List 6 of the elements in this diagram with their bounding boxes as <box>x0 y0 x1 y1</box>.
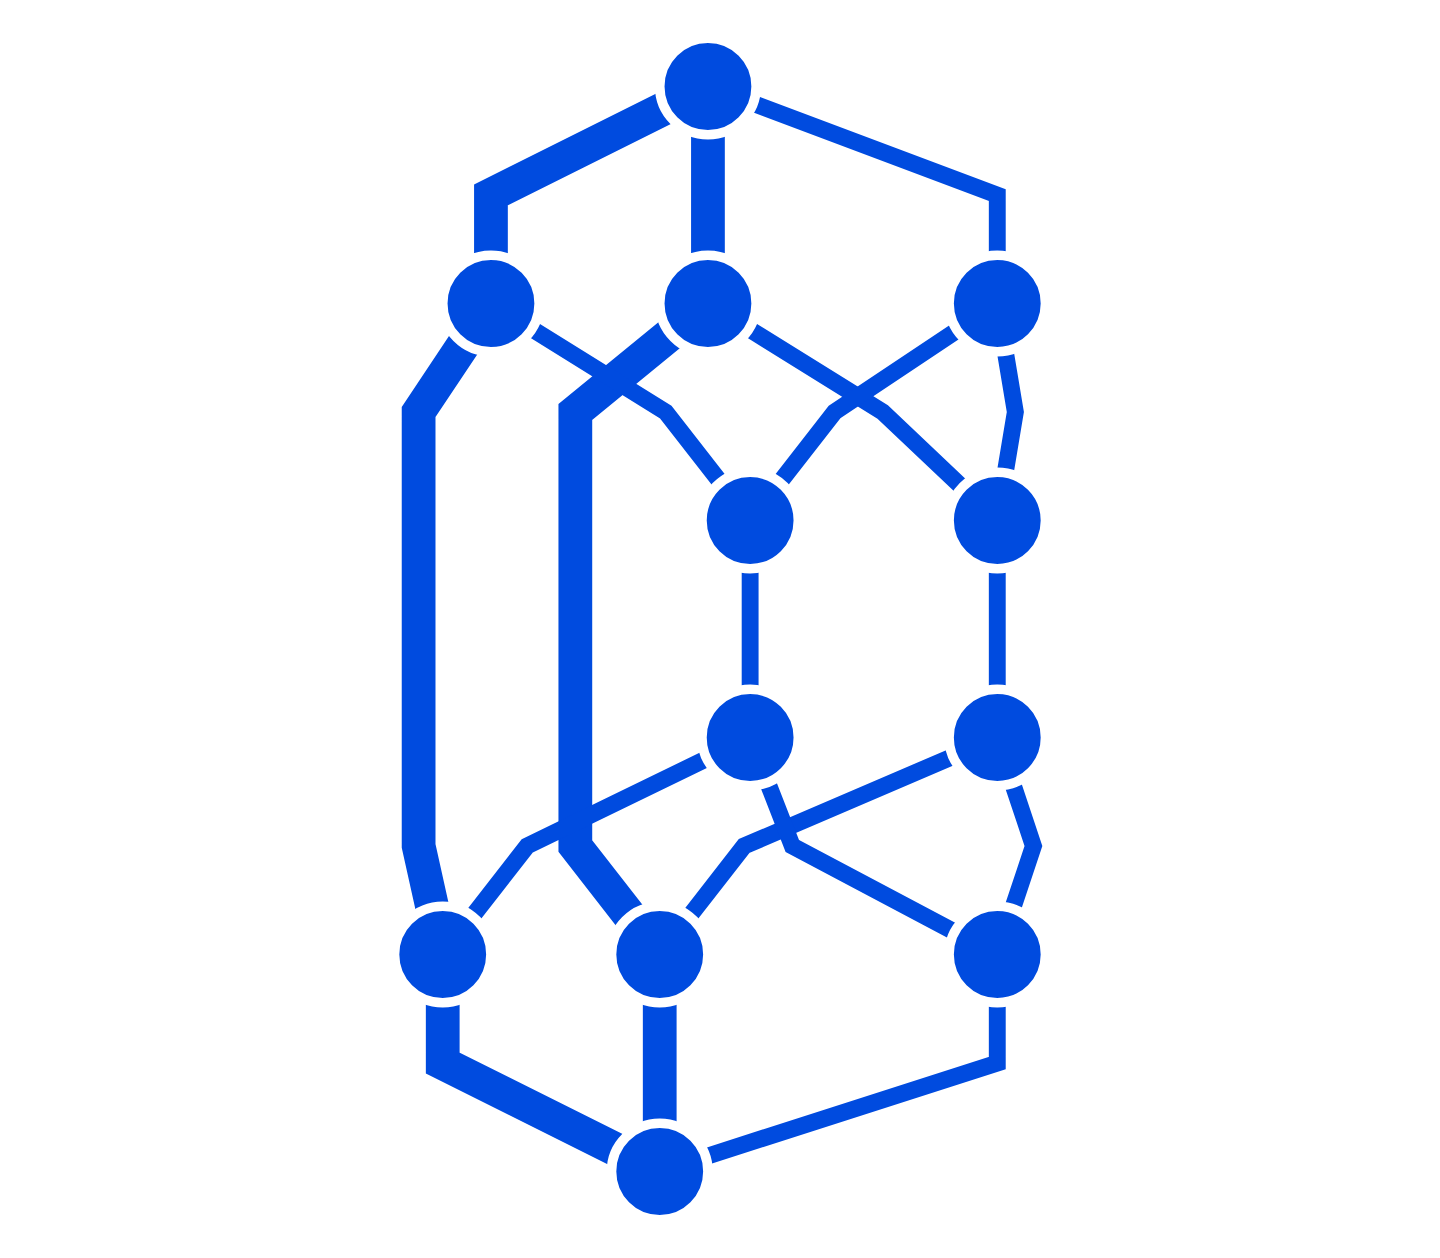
connector <box>558 321 682 927</box>
connector <box>642 1002 677 1124</box>
connector <box>474 92 673 256</box>
connector <box>691 134 725 256</box>
connector <box>401 334 479 912</box>
connector <box>425 1002 625 1166</box>
